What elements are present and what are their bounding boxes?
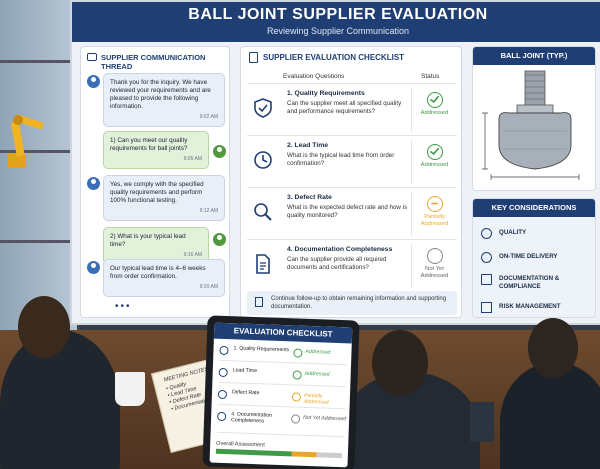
status-label: Partially Addressed bbox=[420, 214, 449, 227]
row-title: 1. Quality Requirements bbox=[287, 90, 365, 97]
page-subtitle: Reviewing Supplier Communication bbox=[266, 26, 410, 36]
row-question: Can the supplier meet all specified qual… bbox=[287, 100, 402, 115]
checklist-title: SUPPLIER EVALUATION CHECKLIST bbox=[241, 47, 461, 63]
clock-icon bbox=[481, 252, 492, 263]
title-banner: BALL JOINT SUPPLIER EVALUATION Reviewing… bbox=[72, 2, 600, 42]
shield-icon bbox=[481, 228, 492, 239]
row-question: What is the typical lead time from order… bbox=[287, 152, 395, 167]
thread-title: SUPPLIER COMMUNICATION THREAD bbox=[81, 47, 229, 71]
overall-assessment-label: Overall Assessment bbox=[216, 440, 265, 449]
page-title: BALL JOINT SUPPLIER EVALUATION bbox=[188, 6, 488, 23]
supplier-avatar bbox=[87, 75, 100, 88]
presentation-screen: BALL JOINT SUPPLIER EVALUATION Reviewing… bbox=[70, 0, 600, 325]
shield-icon bbox=[254, 98, 272, 118]
assessment-bar bbox=[215, 448, 342, 459]
coffee-mug bbox=[115, 372, 145, 406]
ball-joint-panel: BALL JOINT (TYP.) bbox=[472, 46, 596, 191]
row-title: 4. Documentation Completeness bbox=[287, 246, 393, 253]
followup-note: Continue follow-up to obtain remaining i… bbox=[247, 291, 457, 315]
person-left bbox=[0, 330, 120, 469]
document-icon bbox=[256, 254, 270, 274]
status-cell: Addressed bbox=[411, 88, 457, 132]
clock-icon bbox=[218, 367, 228, 378]
person-right-head bbox=[528, 318, 578, 378]
status-cell: Partially Addressed bbox=[411, 192, 457, 236]
row-title: 3. Defect Rate bbox=[287, 194, 332, 201]
person-left-head bbox=[18, 296, 70, 358]
empty-circle-icon bbox=[290, 414, 301, 424]
buyer-avatar bbox=[213, 233, 226, 246]
message-bubble: Yes, we comply with the specified qualit… bbox=[103, 175, 225, 221]
clipboard-icon bbox=[249, 52, 258, 63]
checklist-row: 3. Defect Rate What is the expected defe… bbox=[247, 187, 457, 239]
check-circle-icon bbox=[426, 144, 443, 160]
checklist-row: 2. Lead Time What is the typical lead ti… bbox=[247, 135, 457, 187]
supplier-avatar bbox=[87, 177, 100, 190]
status-label: Addressed bbox=[420, 110, 449, 116]
communication-thread-panel: SUPPLIER COMMUNICATION THREAD Thank you … bbox=[80, 46, 230, 318]
empty-circle-icon bbox=[426, 248, 443, 264]
status-label: Not Yet Addressed bbox=[420, 266, 449, 279]
warning-icon bbox=[481, 302, 492, 313]
document-icon bbox=[217, 411, 227, 422]
person-middle-head bbox=[372, 330, 428, 396]
magnifier-icon bbox=[254, 203, 272, 221]
message-bubble: Our typical lead time is 4–6 weeks from … bbox=[103, 259, 225, 297]
factory-window bbox=[0, 0, 80, 330]
tablet-device: EVALUATION CHECKLIST 1. Quality Requirem… bbox=[202, 315, 360, 469]
message-bubble: 2) What is your typical lead time?9:16 A… bbox=[103, 227, 209, 265]
document-icon bbox=[481, 274, 492, 285]
row-title: 2. Lead Time bbox=[287, 142, 329, 149]
more-dots-icon: ••• bbox=[115, 301, 132, 312]
supplier-avatar bbox=[87, 261, 100, 274]
column-header-questions: Evaluation Questions bbox=[283, 73, 345, 80]
checklist-row: 4. Documentation Completeness Can the su… bbox=[247, 239, 457, 291]
considerations-title: KEY CONSIDERATIONS bbox=[473, 199, 595, 217]
partial-circle-icon bbox=[291, 392, 302, 402]
status-cell: Addressed bbox=[411, 140, 457, 184]
row-question: What is the expected defect rate and how… bbox=[287, 204, 408, 219]
magnifier-icon bbox=[217, 389, 228, 400]
ball-joint-drawing bbox=[482, 70, 580, 180]
tablet-title: EVALUATION CHECKLIST bbox=[213, 322, 353, 344]
check-circle-icon bbox=[292, 370, 302, 380]
key-considerations-panel: KEY CONSIDERATIONS QUALITY ON-TIME DELIV… bbox=[472, 198, 596, 318]
industrial-robot-arm bbox=[8, 114, 44, 168]
evaluation-checklist-panel: SUPPLIER EVALUATION CHECKLIST Evaluation… bbox=[240, 46, 462, 318]
message-bubble: 1) Can you meet our quality requirements… bbox=[103, 131, 209, 169]
check-circle-icon bbox=[426, 92, 443, 108]
shield-icon bbox=[219, 345, 229, 356]
clock-icon bbox=[254, 151, 272, 169]
checklist-row: 1. Quality Requirements Can the supplier… bbox=[247, 83, 457, 135]
row-question: Can the supplier provide all required do… bbox=[287, 256, 387, 271]
status-label: Addressed bbox=[420, 162, 449, 168]
check-circle-icon bbox=[293, 348, 303, 358]
chat-icon bbox=[87, 53, 97, 61]
buyer-avatar bbox=[213, 145, 226, 158]
clipboard-icon bbox=[255, 297, 263, 307]
joint-title: BALL JOINT (TYP.) bbox=[473, 47, 595, 65]
message-bubble: Thank you for the inquiry. We have revie… bbox=[103, 73, 225, 127]
status-cell: Not Yet Addressed bbox=[411, 244, 457, 288]
column-header-status: Status bbox=[421, 73, 440, 80]
coffee-cup bbox=[470, 402, 494, 442]
person-right bbox=[500, 362, 600, 469]
partial-circle-icon bbox=[426, 196, 443, 212]
tablet-screen: EVALUATION CHECKLIST 1. Quality Requirem… bbox=[209, 322, 353, 468]
